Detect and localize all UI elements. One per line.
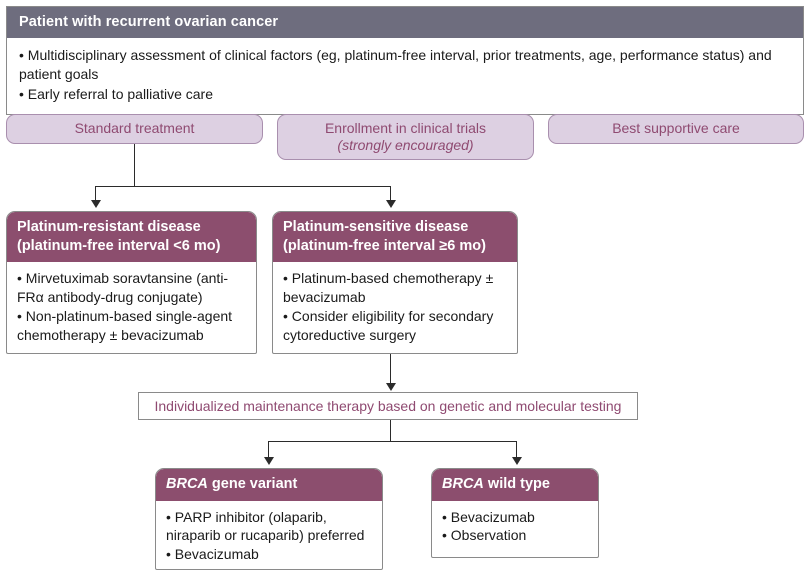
option-standard-treatment-label: Standard treatment [74, 120, 195, 137]
card-brca-gene-variant-body: • PARP inhibitor (olaparib, niraparib or… [156, 501, 382, 569]
patient-box-title: Patient with recurrent ovarian cancer [7, 7, 803, 38]
connector-standard-stem [134, 144, 135, 186]
resistant-bullet-2: • Non-platinum-based single-agent chemot… [17, 307, 233, 343]
card-platinum-sensitive-header: Platinum-sensitive disease (platinum-fre… [273, 212, 517, 263]
card-brca-wild-type-header: BRCA wild type [432, 469, 598, 501]
card-brca-gene-variant: BRCA gene variant • PARP inhibitor (olap… [155, 468, 383, 570]
connector-to-resistant [95, 186, 96, 202]
connector-to-brca-variant [268, 441, 269, 459]
arrowhead-to-brca-variant [264, 457, 274, 465]
patient-bullet-2: • Early referral to palliative care [19, 85, 213, 102]
card-brca-gene-variant-header: BRCA gene variant [156, 469, 382, 501]
sensitive-bullet-1: • Platinum-based chemotherapy ± bevacizu… [283, 270, 494, 305]
connector-to-sensitive [390, 186, 391, 202]
brca-variant-title-rest: gene variant [207, 476, 298, 492]
option-best-supportive-care-label: Best supportive care [612, 120, 740, 137]
patient-box: Patient with recurrent ovarian cancer • … [6, 6, 804, 115]
brca-variant-bullet-1: • PARP inhibitor (olaparib, niraparib or… [166, 508, 365, 544]
card-platinum-sensitive-body: • Platinum-based chemotherapy ± bevacizu… [273, 262, 517, 353]
option-clinical-trials[interactable]: Enrollment in clinical trials (strongly … [277, 114, 534, 160]
card-brca-wild-type: BRCA wild type • Bevacizumab • Observati… [431, 468, 599, 558]
card-platinum-sensitive-title-line2: (platinum-free interval ≥6 mo) [283, 237, 486, 254]
arrowhead-to-brca-wild [512, 457, 522, 465]
card-brca-wild-type-body: • Bevacizumab • Observation [432, 501, 598, 554]
card-platinum-resistant-title-line1: Platinum-resistant disease [17, 219, 201, 235]
connector-split-bar [95, 186, 391, 187]
brca-wild-title-rest: wild type [483, 476, 550, 492]
resistant-bullet-1: • Mirvetuximab soravtansine (anti-FRα an… [17, 270, 229, 305]
arrowhead-to-sensitive [386, 200, 396, 208]
option-clinical-trials-sublabel: (strongly encouraged) [337, 137, 474, 153]
patient-box-body: • Multidisciplinary assessment of clinic… [7, 38, 803, 114]
card-platinum-resistant-header: Platinum-resistant disease (platinum-fre… [7, 212, 256, 263]
maintenance-therapy-bar: Individualized maintenance therapy based… [138, 392, 638, 420]
connector-brca-split-bar [268, 441, 517, 442]
arrowhead-to-maintenance [386, 383, 396, 391]
brca-wild-bullet-1: • Bevacizumab [442, 508, 535, 525]
connector-sensitive-to-maintenance [390, 354, 391, 384]
maintenance-therapy-label: Individualized maintenance therapy based… [154, 398, 622, 414]
arrowhead-to-resistant [91, 200, 101, 208]
brca-variant-bullet-2: • Bevacizumab [166, 546, 259, 563]
connector-to-brca-wild [516, 441, 517, 459]
brca-wild-bullet-2: • Observation [442, 527, 527, 544]
option-best-supportive-care[interactable]: Best supportive care [548, 114, 804, 144]
brca-wild-gene-name: BRCA [442, 476, 484, 492]
card-platinum-resistant-body: • Mirvetuximab soravtansine (anti-FRα an… [7, 262, 256, 353]
option-standard-treatment[interactable]: Standard treatment [6, 114, 263, 144]
card-platinum-resistant-title-line2: (platinum-free interval <6 mo) [17, 237, 221, 254]
sensitive-bullet-2: • Consider eligibility for secondary cyt… [283, 307, 494, 343]
card-platinum-resistant: Platinum-resistant disease (platinum-fre… [6, 211, 257, 354]
brca-variant-gene-name: BRCA [166, 476, 208, 492]
patient-bullet-1: • Multidisciplinary assessment of clinic… [19, 47, 772, 83]
option-clinical-trials-label: Enrollment in clinical trials [324, 119, 487, 136]
card-platinum-sensitive: Platinum-sensitive disease (platinum-fre… [272, 211, 518, 354]
connector-maintenance-stem [390, 420, 391, 441]
card-platinum-sensitive-title-line1: Platinum-sensitive disease [283, 219, 469, 235]
